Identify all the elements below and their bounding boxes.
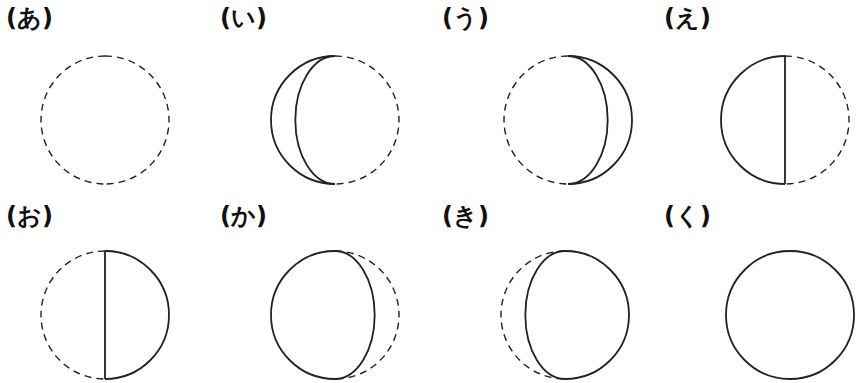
dark-outline [504, 56, 568, 184]
moon-phase [726, 251, 854, 379]
dark-outline [335, 56, 399, 184]
moon-phase [271, 251, 399, 379]
lit-outline [790, 251, 854, 379]
lit-outline [295, 56, 335, 184]
phase-label: (う) [442, 4, 489, 33]
phase-label: (い) [220, 4, 267, 33]
moon-phase [501, 251, 629, 379]
dark-outline [501, 251, 565, 379]
moon-phase [721, 56, 849, 184]
lit-outline [568, 56, 632, 184]
moon-phase [41, 251, 169, 379]
lit-outline [105, 251, 169, 379]
lit-outline [784, 56, 786, 184]
dark-outline [785, 56, 849, 184]
lit-outline [565, 251, 629, 379]
phase-label: (か) [220, 202, 267, 231]
dark-outline [41, 251, 105, 379]
lit-outline [335, 251, 375, 379]
lit-outline [726, 251, 790, 379]
phase-label: (あ) [6, 4, 53, 33]
lit-outline [271, 56, 335, 184]
phase-label: (え) [664, 4, 711, 33]
phase-label: (き) [442, 202, 489, 231]
lit-outline [271, 251, 335, 379]
dark-outline [105, 56, 169, 184]
lit-outline [721, 56, 785, 184]
lit-outline [568, 56, 608, 184]
moon-phase [271, 56, 399, 184]
dark-outline [41, 56, 105, 184]
lit-outline [104, 251, 106, 379]
moon-phase [504, 56, 632, 184]
dark-outline [335, 251, 399, 379]
moon-phase [41, 56, 169, 184]
lit-outline [525, 251, 565, 379]
phase-label: (お) [6, 202, 53, 231]
phase-label: (く) [664, 202, 711, 231]
